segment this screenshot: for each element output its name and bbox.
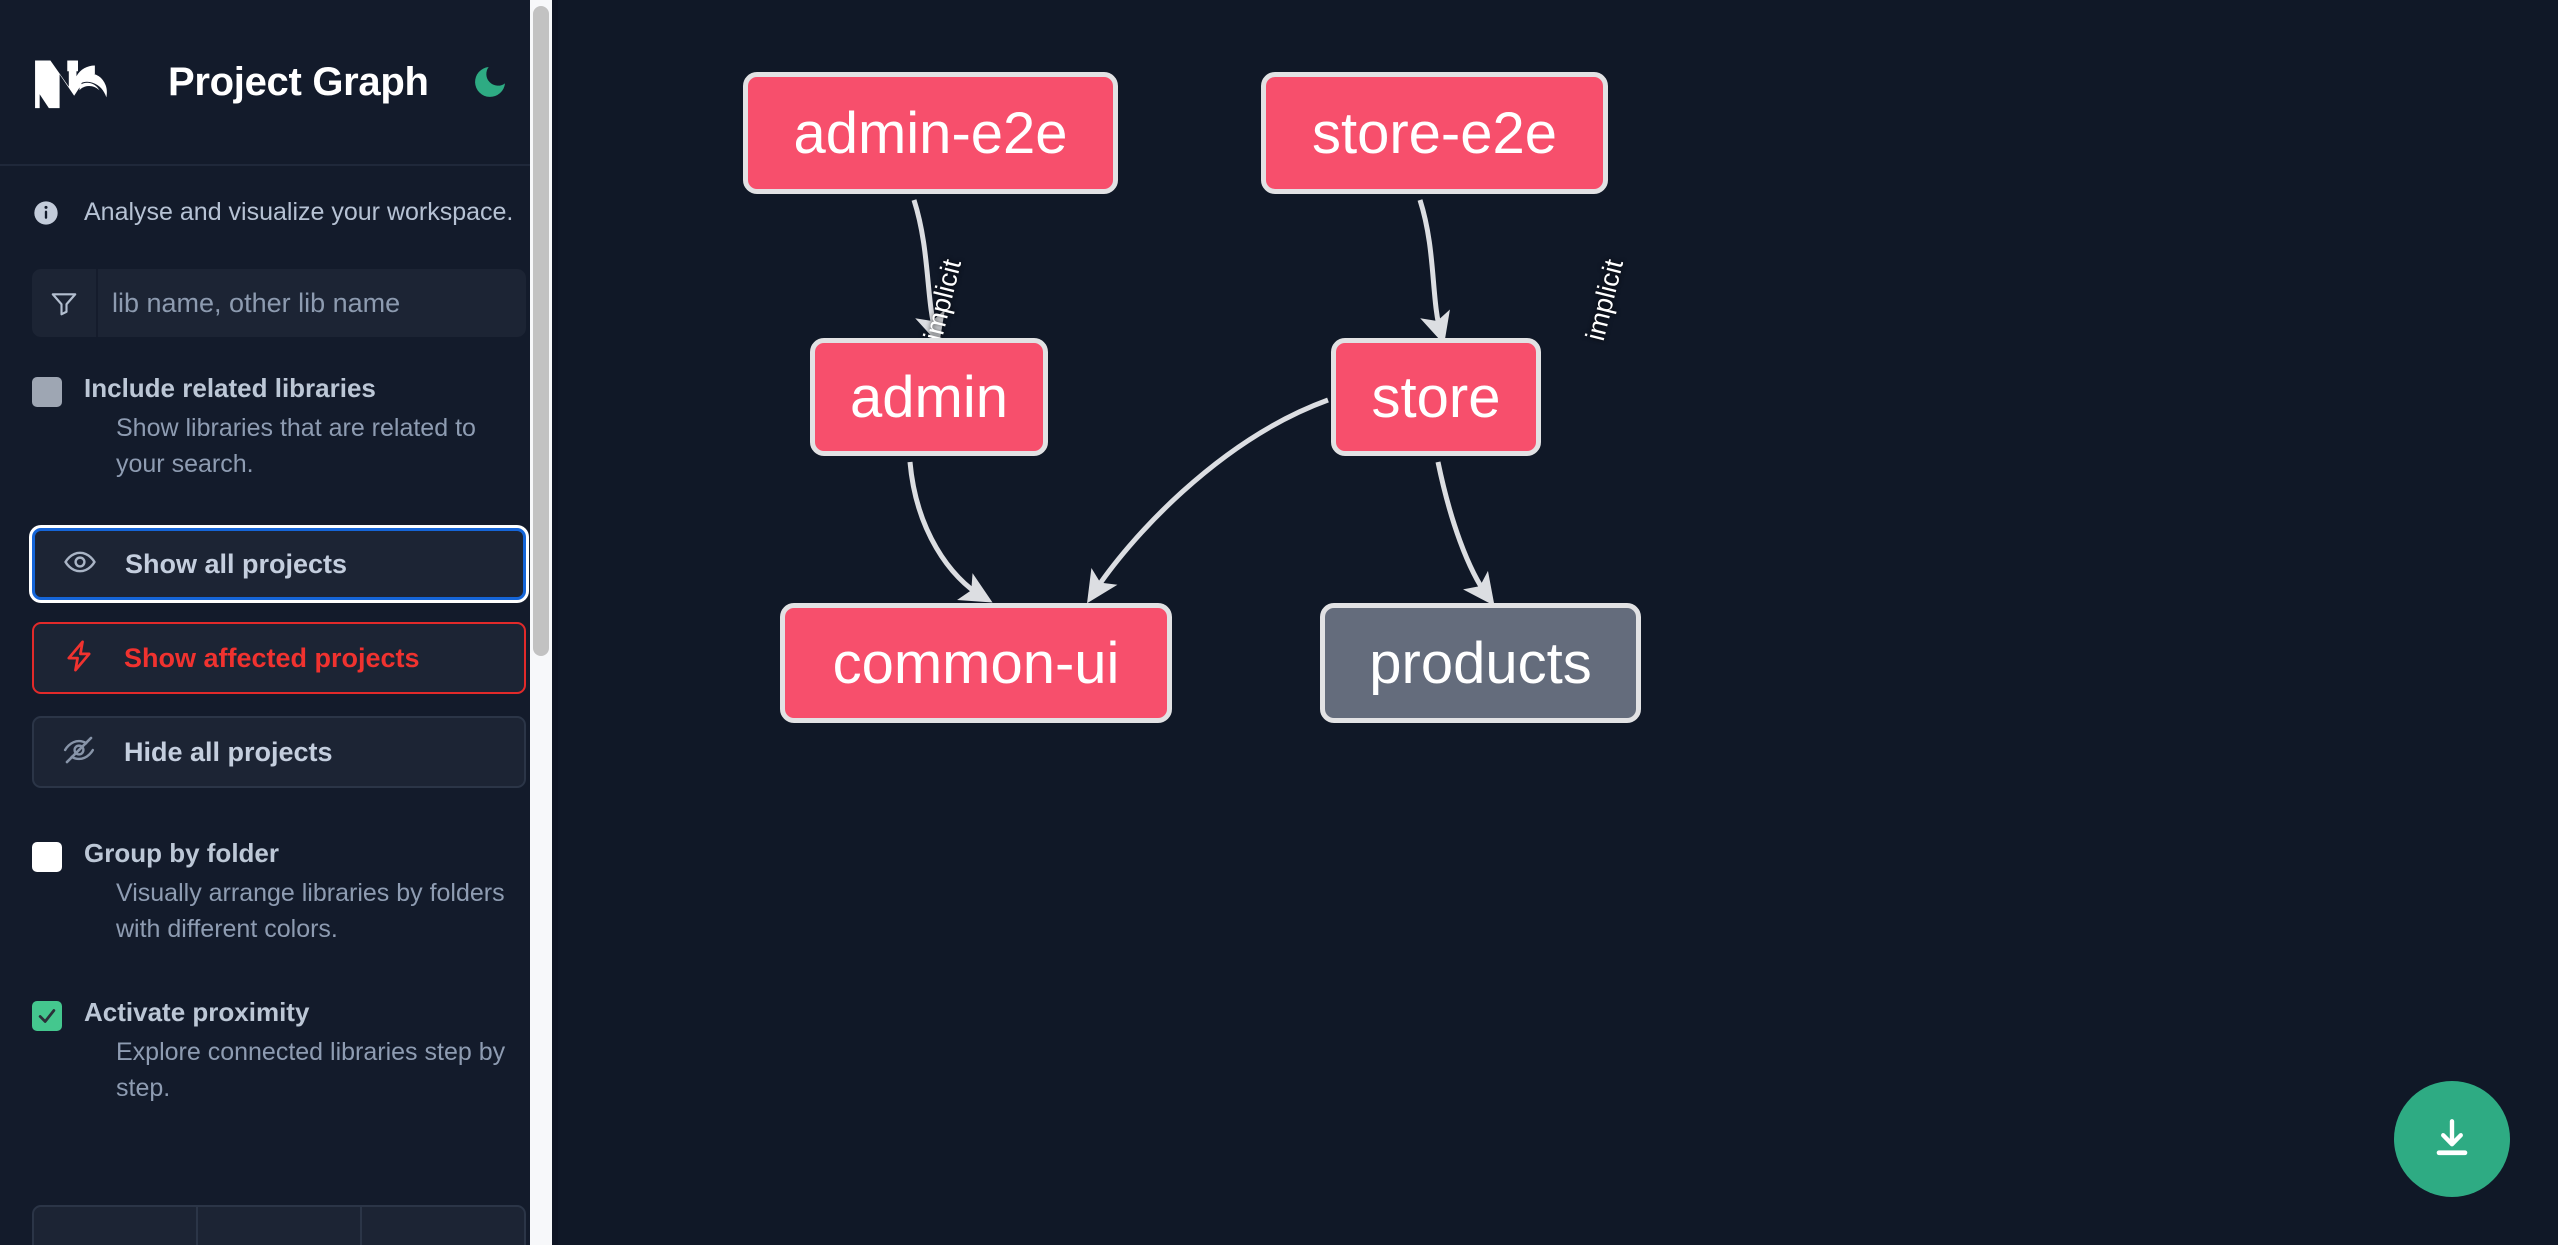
graph-node-admin-e2e[interactable]: admin-e2e [743, 72, 1118, 194]
edge-label-implicit-admin: implicit [917, 256, 968, 344]
edge-admin-to-common-ui [907, 461, 993, 603]
checkbox-group-by-folder[interactable] [32, 842, 62, 872]
info-icon [32, 199, 60, 227]
option-include-related-libraries[interactable]: Include related libraries Show libraries… [0, 337, 558, 482]
sidebar-edge [552, 0, 558, 1245]
lightning-bolt-icon [62, 639, 96, 678]
graph-node-products[interactable]: products [1320, 603, 1641, 723]
edge-store-e2e-to-store [1417, 199, 1450, 345]
graph-node-store[interactable]: store [1331, 338, 1541, 456]
graph-node-store-e2e[interactable]: store-e2e [1261, 72, 1608, 194]
eye-icon [63, 545, 97, 584]
show-all-projects-button[interactable]: Show all projects [32, 528, 526, 600]
button-label: Show all projects [125, 548, 348, 579]
option-label: Include related libraries [84, 373, 376, 403]
option-description: Explore connected libraries step by step… [116, 1038, 506, 1102]
button-label: Hide all projects [124, 736, 333, 767]
page-title: Project Graph [168, 59, 429, 104]
option-label: Group by folder [84, 838, 279, 868]
sidebar-scrollbar[interactable] [530, 0, 552, 1245]
scrollbar-thumb[interactable] [533, 6, 549, 656]
info-row: Analyse and visualize your workspace. [0, 166, 558, 227]
option-group-by-folder[interactable]: Group by folder Visually arrange librari… [0, 788, 558, 947]
nx-logo [32, 51, 124, 113]
eye-off-icon [62, 733, 96, 772]
show-affected-projects-button[interactable]: Show affected projects [32, 622, 526, 694]
sidebar: Project Graph Analyse and visualize your… [0, 0, 558, 1245]
button-label: Show affected projects [124, 642, 420, 673]
segment-3[interactable] [362, 1207, 524, 1245]
option-activate-proximity[interactable]: Activate proximity Explore connected lib… [0, 947, 558, 1106]
hide-all-projects-button[interactable]: Hide all projects [32, 716, 526, 788]
funnel-icon [32, 269, 98, 337]
checkbox-include-related-libraries[interactable] [32, 377, 62, 407]
edge-label-implicit-store: implicit [1579, 256, 1630, 344]
download-icon[interactable] [2394, 1081, 2510, 1197]
segment-1[interactable] [34, 1207, 198, 1245]
edge-store-to-common-ui [1087, 397, 1329, 604]
sidebar-header: Project Graph [0, 0, 558, 166]
graph-node-common-ui[interactable]: common-ui [780, 603, 1172, 723]
option-description: Visually arrange libraries by folders wi… [116, 879, 505, 943]
visibility-button-group: Show all projects Show affected projects [0, 482, 558, 788]
filter-box[interactable] [32, 269, 526, 337]
graph-node-admin[interactable]: admin [810, 338, 1048, 456]
search-input[interactable] [98, 269, 526, 337]
graph-canvas[interactable]: implicit implicit admin-e2e store-e2e ad… [558, 0, 2558, 1245]
info-text: Analyse and visualize your workspace. [84, 198, 514, 226]
edge-store-to-products [1435, 461, 1495, 606]
moon-icon[interactable] [467, 59, 513, 105]
bottom-segmented-control[interactable] [32, 1205, 526, 1245]
segment-2[interactable] [198, 1207, 362, 1245]
option-description: Show libraries that are related to your … [116, 414, 476, 478]
option-label: Activate proximity [84, 997, 310, 1027]
checkbox-activate-proximity[interactable] [32, 1001, 62, 1031]
